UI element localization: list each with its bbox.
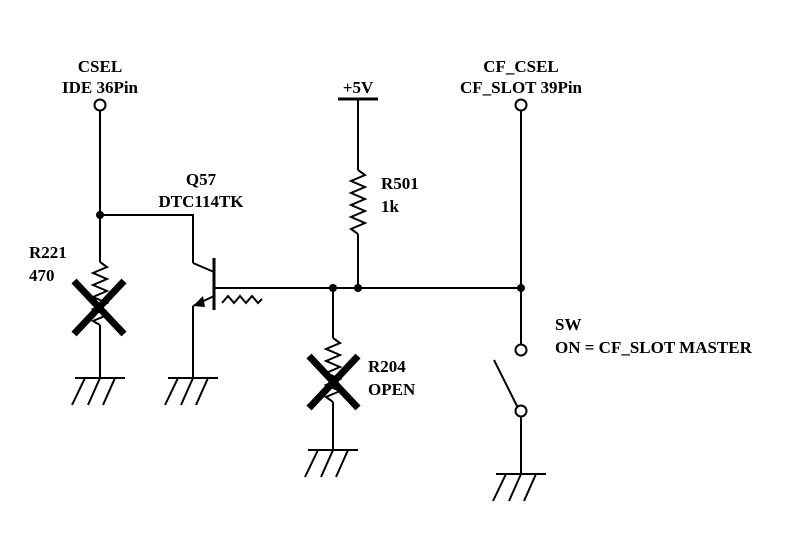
cf-csel-terminal [514,98,528,112]
r501-ref-label: R501 [381,174,419,193]
sw-switch [493,343,528,418]
r204-cross-stroke-b [306,353,361,411]
q57-ground-icon [164,377,218,406]
r204-ref-label: R204 [368,357,406,376]
r221-ground-icon [71,377,125,406]
r204-ground-icon [304,449,358,478]
sw-ground-icon [492,473,546,502]
r204-value-label: OPEN [368,380,416,399]
q57-ref-label: Q57 [186,170,217,189]
q57-collector-wire [100,214,194,263]
q57-transistor [192,258,333,378]
csel-pin-label: IDE 36Pin [62,78,139,97]
r204-resistor [323,337,343,403]
r221-cross-stroke-b [71,278,127,337]
q57-part-label: DTC114TK [158,192,244,211]
cf-csel-pin-label: CF_SLOT 39Pin [460,78,583,97]
sw-note-label: ON = CF_SLOT MASTER [555,338,753,357]
sw-ref-label: SW [555,315,581,334]
r501-resistor [348,169,368,235]
r221-ref-label: R221 [29,243,67,262]
power-label: +5V [343,78,374,97]
r501-value-label: 1k [381,197,400,216]
r221-value-label: 470 [29,266,55,285]
cf-csel-net-label: CF_CSEL [483,57,559,76]
csel-net-label: CSEL [78,57,122,76]
csel-terminal [93,98,107,112]
